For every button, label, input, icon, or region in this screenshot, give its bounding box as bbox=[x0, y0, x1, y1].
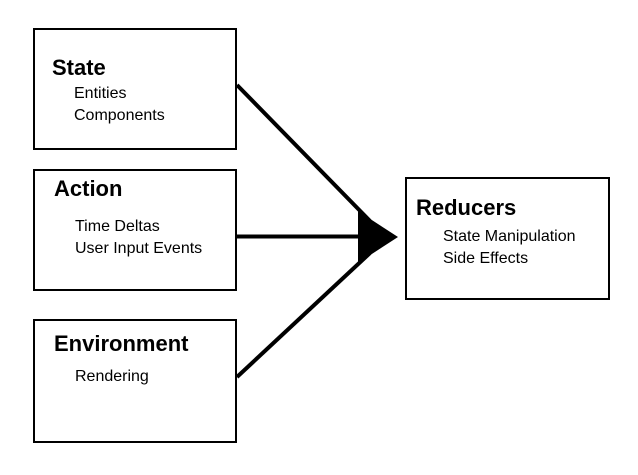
reducers-box-title: Reducers bbox=[416, 195, 517, 220]
environment-box-title: Environment bbox=[54, 331, 189, 356]
connector-environment-to-reducers bbox=[235, 251, 372, 379]
state-box-title: State bbox=[52, 55, 106, 80]
arrowhead-icon bbox=[358, 211, 398, 263]
action-box-items: Time Deltas User Input Events bbox=[75, 216, 202, 260]
reducers-box: Reducers State Manipulation Side Effects bbox=[405, 177, 610, 300]
environment-item-rendering: Rendering bbox=[75, 368, 149, 385]
action-item-user-input-events: User Input Events bbox=[75, 240, 203, 257]
connector-state-to-reducers bbox=[235, 83, 372, 223]
environment-box-items: Rendering bbox=[75, 366, 149, 388]
reducers-item-side-effects: Side Effects bbox=[443, 250, 529, 267]
state-box-items: Entities Components bbox=[74, 83, 165, 127]
state-box: State Entities Components bbox=[33, 28, 237, 150]
action-box: Action Time Deltas User Input Events bbox=[33, 169, 237, 291]
reducers-item-state-manipulation: State Manipulation bbox=[443, 228, 576, 245]
state-item-components: Components bbox=[74, 107, 165, 124]
state-item-entities: Entities bbox=[74, 85, 127, 102]
action-box-title: Action bbox=[54, 176, 123, 201]
action-item-time-deltas: Time Deltas bbox=[75, 218, 160, 235]
reducers-box-items: State Manipulation Side Effects bbox=[443, 226, 576, 270]
environment-box: Environment Rendering bbox=[33, 319, 237, 443]
